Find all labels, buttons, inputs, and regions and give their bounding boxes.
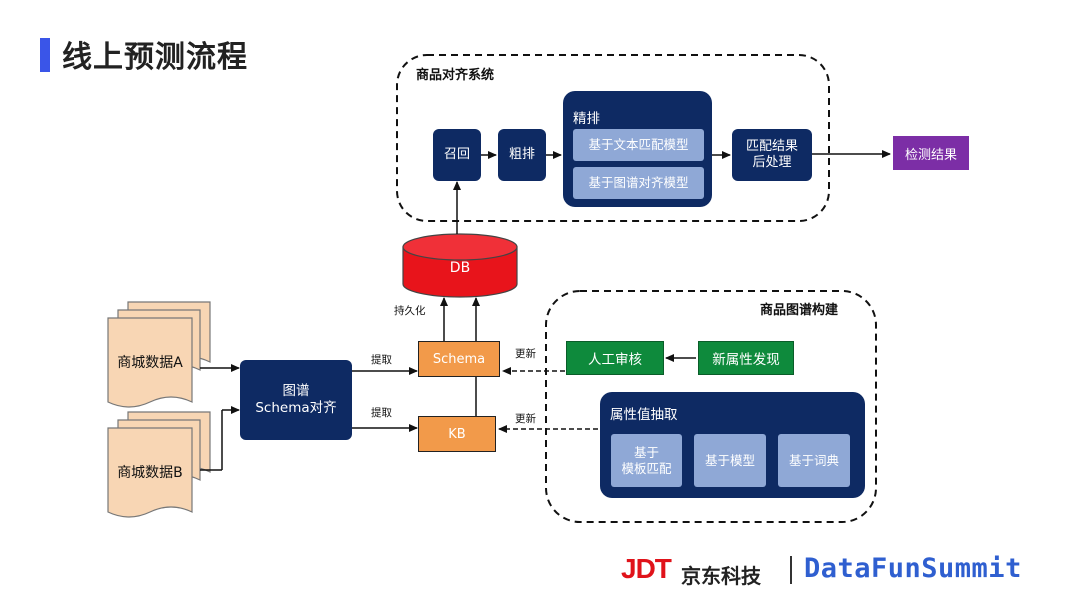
jdt-logo: JDT [621,553,672,584]
graph-build-boundary [545,290,877,523]
manual-review-box: 人工审核 [566,341,664,375]
source-a-label: 商城数据A [117,355,183,371]
source-b-label: 商城数据B [117,465,183,481]
document-stack-b-icon [107,411,211,518]
new-attribute-box: 新属性发现 [698,341,794,375]
attr-extract-container: 属性值抽取 基于 模板匹配 基于模型 基于词典 [600,392,865,498]
graph-align-model-box: 基于图谱对齐模型 [573,167,704,199]
extract-label-schema: 提取 [371,354,392,366]
dictionary-method-box: 基于词典 [778,434,850,487]
model-method-box: 基于模型 [694,434,766,487]
title-accent-bar [40,38,50,72]
db-cylinder-icon [402,233,518,298]
post-process-box: 匹配结果 后处理 [732,129,812,181]
footer-divider [790,556,792,584]
update-label-kb: 更新 [515,413,536,425]
persist-label: 持久化 [394,305,426,317]
graph-build-label: 商品图谱构建 [760,303,839,318]
alignment-system-label: 商品对齐系统 [416,68,495,83]
coarse-rank-box: 粗排 [498,129,546,181]
text-match-model-box: 基于文本匹配模型 [573,129,704,161]
document-stack-a-icon [107,301,211,408]
recall-box: 召回 [433,129,481,181]
attr-extract-label: 属性值抽取 [610,407,678,423]
fine-rank-label: 精排 [573,111,600,127]
fine-rank-container: 精排 基于文本匹配模型 基于图谱对齐模型 [563,91,712,207]
schema-box: Schema [418,341,500,377]
detection-result-box: 检测结果 [893,136,969,170]
alignment-system-boundary [396,54,830,222]
datafun-summit-logo: DataFunSummit [804,553,1022,584]
db-label: DB [449,260,471,276]
update-label-schema: 更新 [515,348,536,360]
extract-label-kb: 提取 [371,407,392,419]
slide-title: 线上预测流程 [62,40,248,75]
template-match-box: 基于 模板匹配 [611,434,682,487]
jd-tech-name: 京东科技 [681,564,761,588]
kb-box: KB [418,416,496,452]
schema-align-box: 图谱 Schema对齐 [240,360,352,440]
